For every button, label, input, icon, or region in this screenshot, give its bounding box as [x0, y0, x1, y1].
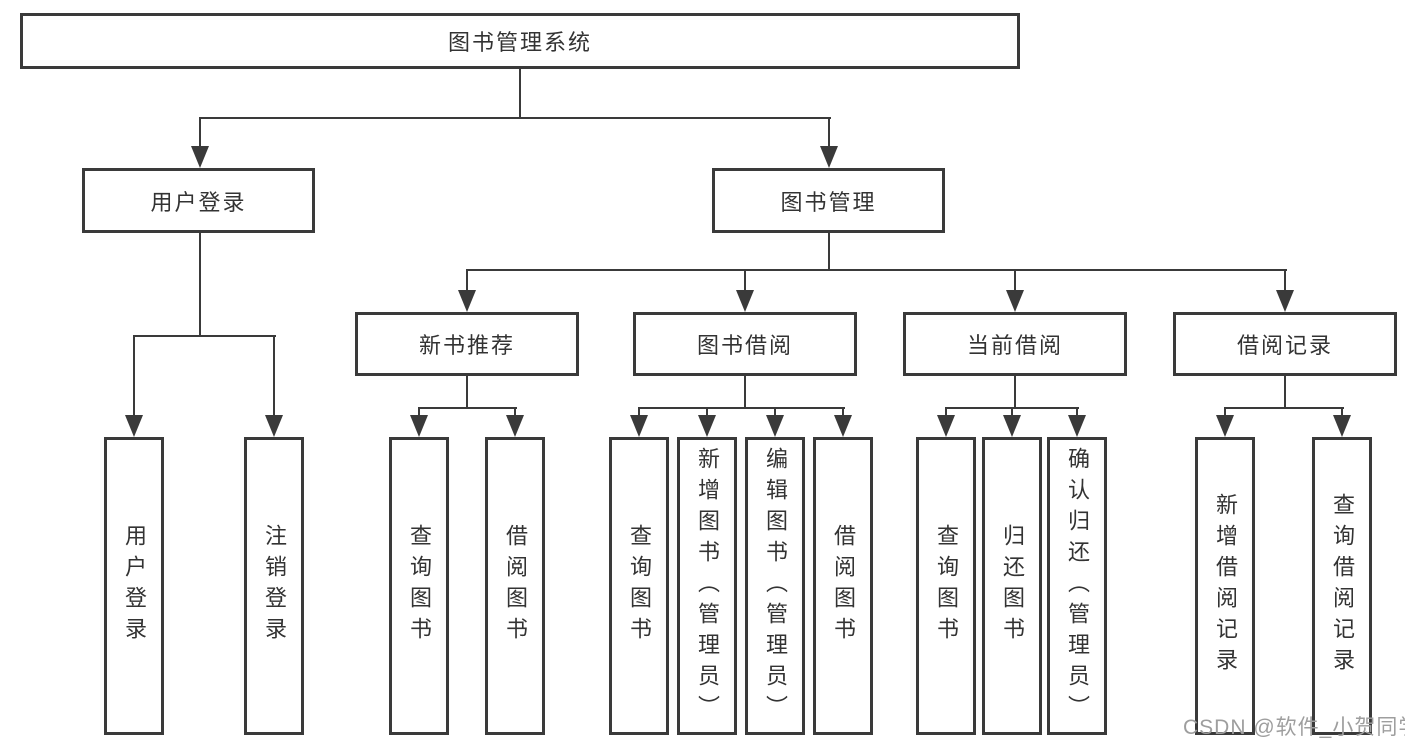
leaf-add-book-admin: 新增图书（管理员） [677, 437, 737, 735]
leaf-label: 注销登录 [262, 524, 287, 648]
connector-stem [1224, 407, 1226, 417]
connector-stem [1284, 269, 1286, 291]
connector-stem [514, 407, 516, 417]
connector-drop [1014, 376, 1016, 409]
connector-userlogin-drop [199, 233, 201, 336]
connector-branch [418, 407, 517, 409]
connector-stem [842, 407, 844, 417]
leaf-label: 查询借阅记录 [1330, 493, 1355, 679]
arrow-down-icon [458, 290, 476, 312]
arrow-down-icon [1333, 415, 1351, 437]
connector-stem [466, 269, 468, 291]
arrow-down-icon [1276, 290, 1294, 312]
arrow-down-icon [698, 415, 716, 437]
leaf-logout: 注销登录 [244, 437, 304, 735]
arrow-down-icon [937, 415, 955, 437]
leaf-label: 新增图书（管理员） [695, 446, 720, 726]
leaf-confirm-return-admin: 确认归还（管理员） [1047, 437, 1107, 735]
connector-drop [1284, 376, 1286, 409]
arrow-down-icon [265, 415, 283, 437]
connector-stem [706, 407, 708, 417]
arrow-down-icon [1006, 290, 1024, 312]
connector-root-branch [199, 117, 831, 119]
leaf-label: 借阅图书 [503, 524, 528, 648]
arrow-down-icon [630, 415, 648, 437]
leaf-label: 确认归还（管理员） [1065, 446, 1090, 726]
connector-bookmgmt-branch [466, 269, 1287, 271]
connector-stem [1341, 407, 1343, 417]
leaf-borrow-books-recommend: 借阅图书 [485, 437, 545, 735]
leaf-label: 归还图书 [1000, 524, 1025, 648]
connector-stem [945, 407, 947, 417]
arrow-down-icon [834, 415, 852, 437]
node-book-borrow: 图书借阅 [633, 312, 857, 376]
leaf-edit-book-admin: 编辑图书（管理员） [745, 437, 805, 735]
leaf-query-borrow-record: 查询借阅记录 [1312, 437, 1372, 735]
node-new-book-recommend: 新书推荐 [355, 312, 579, 376]
connector-branch [1224, 407, 1344, 409]
node-library-system: 图书管理系统 [20, 13, 1020, 69]
arrow-down-icon [736, 290, 754, 312]
connector-bookmgmt-drop [828, 233, 830, 271]
node-book-management: 图书管理 [712, 168, 945, 233]
connector-stem [1011, 407, 1013, 417]
connector-stem [133, 335, 135, 417]
arrow-down-icon [506, 415, 524, 437]
connector-drop [744, 376, 746, 409]
connector-root-drop [519, 68, 521, 118]
connector-stem [273, 335, 275, 417]
arrow-down-icon [125, 415, 143, 437]
leaf-query-books-borrow: 查询图书 [609, 437, 669, 735]
connector-stem [1076, 407, 1078, 417]
leaf-label: 用户登录 [122, 524, 147, 648]
connector-stem [199, 117, 201, 150]
connector-stem [774, 407, 776, 417]
leaf-add-borrow-record: 新增借阅记录 [1195, 437, 1255, 735]
leaf-label: 编辑图书（管理员） [763, 446, 788, 726]
node-user-login-branch: 用户登录 [82, 168, 315, 233]
leaf-label: 新增借阅记录 [1213, 493, 1238, 679]
connector-drop [466, 376, 468, 409]
arrow-down-icon [766, 415, 784, 437]
node-current-borrow: 当前借阅 [903, 312, 1127, 376]
connector-userlogin-branch [133, 335, 276, 337]
connector-branch [638, 407, 845, 409]
leaf-borrow-books: 借阅图书 [813, 437, 873, 735]
arrow-down-icon [1068, 415, 1086, 437]
leaf-label: 借阅图书 [831, 524, 856, 648]
leaf-return-books: 归还图书 [982, 437, 1042, 735]
leaf-label: 查询图书 [407, 524, 432, 648]
connector-stem [638, 407, 640, 417]
arrow-down-icon [1216, 415, 1234, 437]
arrow-down-icon [820, 146, 838, 168]
connector-stem [828, 117, 830, 150]
leaf-user-login: 用户登录 [104, 437, 164, 735]
leaf-query-books-recommend: 查询图书 [389, 437, 449, 735]
leaf-label: 查询图书 [934, 524, 959, 648]
leaf-query-books-current: 查询图书 [916, 437, 976, 735]
leaf-label: 查询图书 [627, 524, 652, 648]
arrow-down-icon [191, 146, 209, 168]
arrow-down-icon [1003, 415, 1021, 437]
connector-stem [1014, 269, 1016, 291]
connector-stem [744, 269, 746, 291]
watermark: CSDN @软件_小贺同学 [1183, 716, 1405, 739]
arrow-down-icon [410, 415, 428, 437]
connector-stem [418, 407, 420, 417]
node-borrow-records: 借阅记录 [1173, 312, 1397, 376]
